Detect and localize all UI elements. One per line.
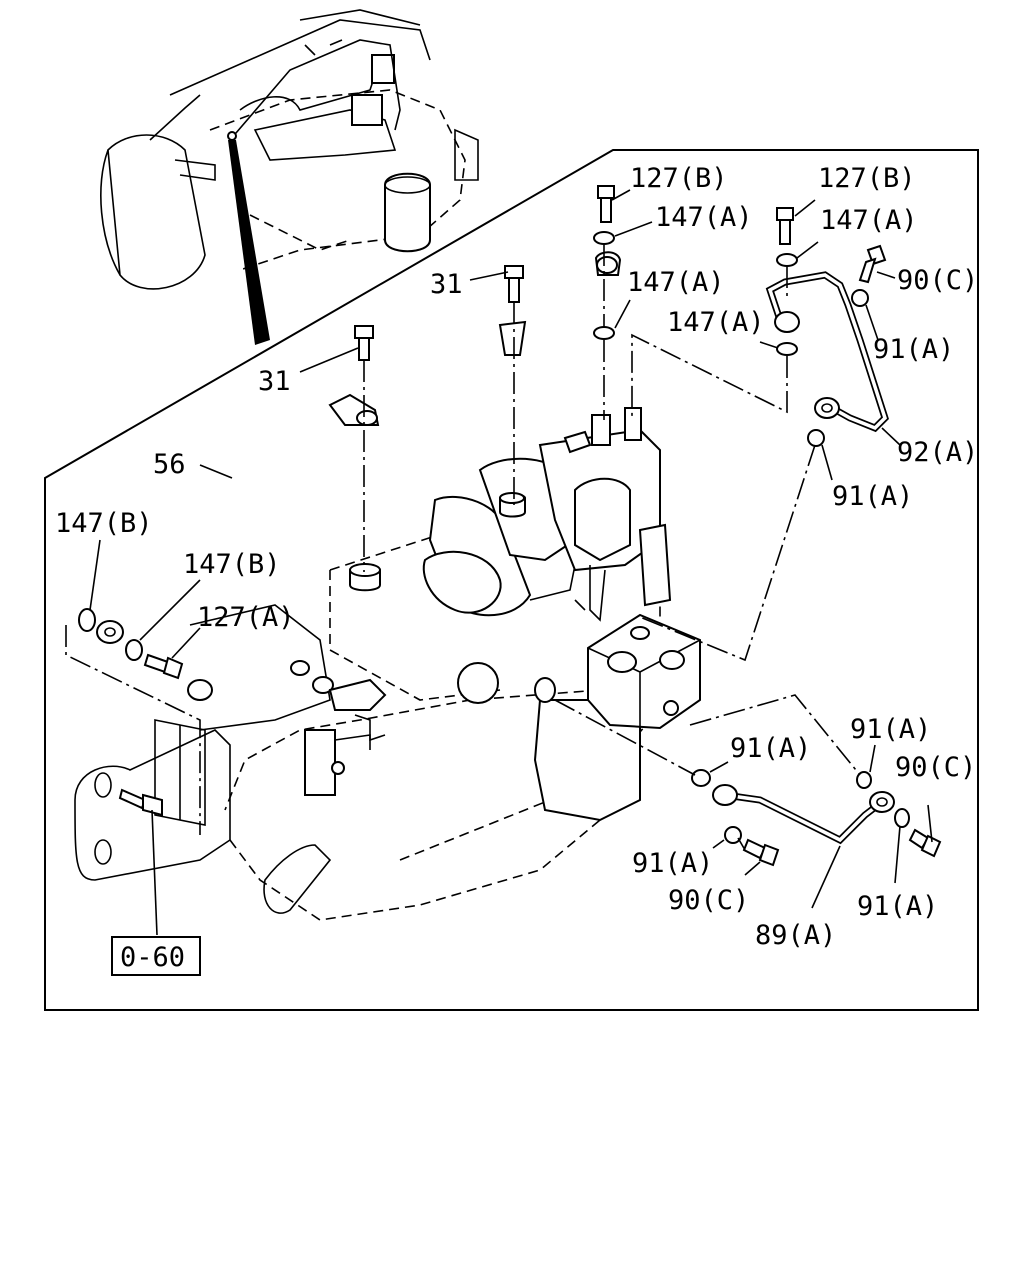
detail-frame [44,149,979,1011]
label-147a-left-upper: 147(A) [655,202,753,233]
label-127b-right: 127(B) [818,163,916,194]
pipe-92a [765,271,889,433]
pointer-wedge [228,140,270,345]
label-147b-left: 147(B) [55,508,153,539]
label-31-upper: 31 [430,269,463,300]
label-127b-left: 127(B) [630,163,728,194]
label-147a-middle: 147(A) [627,267,725,298]
engine-block-illustration [74,407,701,921]
part-labels: 127(B) 127(B) 147(A) 147(A) 31 147(A) 90… [55,163,978,973]
label-56: 56 [153,449,186,480]
label-91a-lower-right: 91(A) [857,891,938,922]
label-31-lower: 31 [258,366,291,397]
label-92a: 92(A) [897,437,978,468]
label-127a: 127(A) [197,602,295,633]
label-147a-right-upper: 147(A) [820,205,918,236]
label-90c-upper: 90(C) [897,265,978,296]
reference-box [111,936,201,976]
label-91a-center: 91(A) [730,733,811,764]
label-91a-right: 91(A) [850,714,931,745]
label-89a: 89(A) [755,920,836,951]
label-90c-lower: 90(C) [668,885,749,916]
engine-overview-illustration [100,9,479,345]
washers [78,231,910,844]
label-91a-mid: 91(A) [832,481,913,512]
label-147a-lower: 147(A) [667,307,765,338]
leader-lines [89,189,933,936]
label-91a-lower-left: 91(A) [632,848,713,879]
reference-box-label: 0-60 [120,942,185,973]
bolts [118,185,942,867]
label-90c-right: 90(C) [895,752,976,783]
label-91a-upper: 91(A) [873,334,954,365]
assembly-lines [65,244,861,851]
pipe-89a [712,784,895,845]
label-147b-right: 147(B) [183,549,281,580]
